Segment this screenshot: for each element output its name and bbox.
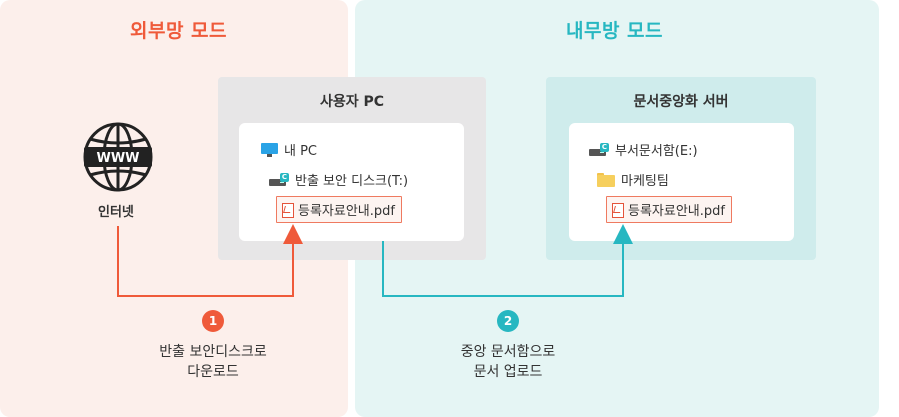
central-server-panel: 문서중앙화 서버 C 부서문서함(E:) 마케팅팀 등록자료안내.pdf [546,77,816,260]
marketing-folder-label: 마케팅팀 [621,174,669,189]
step-2-badge: 2 [497,310,519,332]
server-explorer: C 부서문서함(E:) 마케팅팀 등록자료안내.pdf [569,123,794,241]
step-2-description: 중앙 문서함으로 문서 업로드 [428,342,588,382]
internal-mode-title: 내무방 모드 [566,20,664,42]
my-pc-item[interactable]: 내 PC [261,140,317,159]
pdf-file-item-pc[interactable]: 등록자료안내.pdf [276,196,402,223]
step-2-line-2: 문서 업로드 [473,364,543,380]
pdf-icon [612,202,624,218]
drive-icon: C [589,142,609,157]
monitor-icon [261,142,278,157]
pdf-file-label-pc: 등록자료안내.pdf [298,204,395,219]
download-flow-line [117,224,303,297]
central-server-title: 문서중앙화 서버 [633,94,729,110]
drive-icon: C [269,172,289,187]
step-1-line-2: 다운로드 [187,364,239,380]
my-pc-label: 내 PC [284,144,318,159]
pdf-file-item-server[interactable]: 등록자료안내.pdf [606,196,732,223]
export-secure-disk-item[interactable]: C 반출 보안 디스크(T:) [269,170,408,189]
pdf-file-label-server: 등록자료안내.pdf [628,204,725,219]
globe-icon: WWW [83,122,153,192]
department-box-item[interactable]: C 부서문서함(E:) [589,140,698,159]
pdf-icon [282,202,294,218]
step-2-line-1: 중앙 문서함으로 [460,344,556,360]
user-pc-panel: 사용자 PC 내 PC C 반출 보안 디스크(T:) 등록자료안내.pdf [218,77,486,260]
step-1-badge: 1 [202,310,224,332]
globe-www-text: WWW [96,151,139,166]
marketing-folder-item[interactable]: 마케팅팀 [597,170,669,189]
user-pc-explorer: 내 PC C 반출 보안 디스크(T:) 등록자료안내.pdf [239,123,464,241]
folder-icon [597,172,615,187]
export-secure-disk-label: 반출 보안 디스크(T:) [295,174,409,189]
user-pc-title: 사용자 PC [319,94,385,110]
internet-label: 인터넷 [98,205,134,220]
step-1-line-1: 반출 보안디스크로 [159,344,267,360]
external-mode-title: 외부망 모드 [130,20,228,42]
step-1-description: 반출 보안디스크로 다운로드 [133,342,293,382]
department-box-label: 부서문서함(E:) [615,144,698,159]
upload-flow-line [382,224,633,297]
